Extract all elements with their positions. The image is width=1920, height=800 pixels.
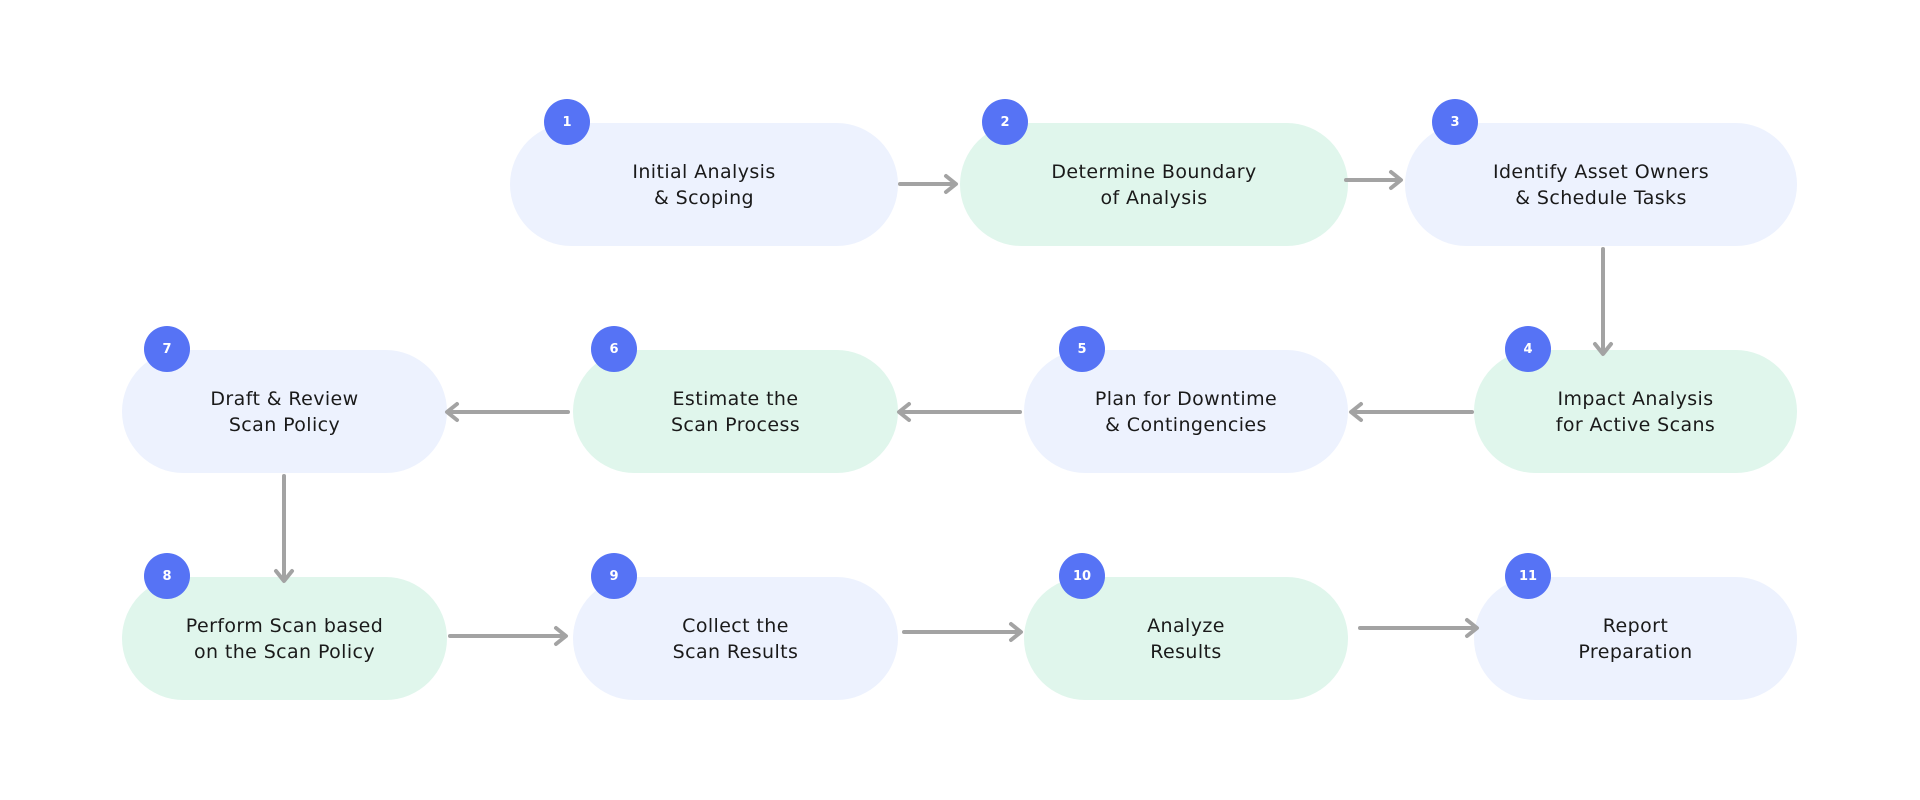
step-10-number-badge: 10 [1059,553,1105,599]
arrow-5-to-6 [897,402,1022,422]
step-2: Determine Boundary of Analysis [960,123,1348,246]
step-5: Plan for Downtime & Contingencies [1024,350,1348,473]
step-10-label: Analyze Results [1147,613,1225,665]
step-4-label: Impact Analysis for Active Scans [1556,386,1715,438]
arrow-2-to-3 [1344,170,1403,190]
step-8-label-line2: on the Scan Policy [193,640,375,663]
step-7-label-line1: Draft & Review [210,387,359,410]
arrow-4-to-5 [1349,402,1474,422]
step-8-label-line1: Perform Scan based [185,614,384,637]
step-7-number-badge: 7 [144,326,190,372]
step-4-label-line2: for Active Scans [1555,413,1716,436]
step-8: Perform Scan based on the Scan Policy [122,577,447,700]
step-9-number-badge: 9 [591,553,637,599]
step-2-number-badge: 2 [982,99,1028,145]
step-8-number-badge: 8 [144,553,190,599]
step-2-label: Determine Boundary of Analysis [1051,159,1256,211]
step-11-label-line2: Preparation [1578,640,1693,663]
step-6-label: Estimate the Scan Process [671,386,800,438]
step-1-label: Initial Analysis & Scoping [632,159,775,211]
step-4-number-badge: 4 [1505,326,1551,372]
arrow-8-to-9 [448,626,568,646]
arrow-9-to-10 [902,622,1023,642]
step-2-label-line2: of Analysis [1100,186,1208,209]
step-7-label: Draft & Review Scan Policy [210,386,358,438]
arrow-6-to-7 [445,402,570,422]
step-5-label-line1: Plan for Downtime [1094,387,1278,410]
step-6-label-line2: Scan Process [670,413,801,436]
step-2-label-line1: Determine Boundary [1051,160,1257,183]
step-11-label-line1: Report [1602,614,1669,637]
step-3-number-badge: 3 [1432,99,1478,145]
arrow-1-to-2 [898,174,958,194]
step-5-label-line2: & Contingencies [1105,413,1267,436]
step-7-label-line2: Scan Policy [228,413,341,436]
step-11-label: Report Preparation [1578,613,1692,665]
step-5-number-badge: 5 [1059,326,1105,372]
step-8-label: Perform Scan based on the Scan Policy [186,613,383,665]
step-9-label-line2: Scan Results [672,640,799,663]
step-11-number-badge: 11 [1505,553,1551,599]
arrow-10-to-11 [1358,618,1479,638]
arrow-3-to-4 [1593,247,1613,356]
step-1-label-line2: & Scoping [653,186,754,209]
step-7: Draft & Review Scan Policy [122,350,447,473]
step-3-label-line2: & Schedule Tasks [1515,186,1687,209]
step-1-number-badge: 1 [544,99,590,145]
step-6-number-badge: 6 [591,326,637,372]
step-10-label-line2: Results [1150,640,1222,663]
arrow-7-to-8 [274,474,294,583]
step-3-label-line1: Identify Asset Owners [1492,160,1710,183]
step-6-label-line1: Estimate the [672,387,799,410]
step-5-label: Plan for Downtime & Contingencies [1095,386,1277,438]
step-9-label-line1: Collect the [682,614,789,637]
step-1-label-line1: Initial Analysis [632,160,776,183]
step-3-label: Identify Asset Owners & Schedule Tasks [1493,159,1709,211]
step-10-label-line1: Analyze [1147,614,1225,637]
step-4-label-line1: Impact Analysis [1557,387,1714,410]
step-6: Estimate the Scan Process [573,350,898,473]
step-3: Identify Asset Owners & Schedule Tasks [1405,123,1797,246]
step-9: Collect the Scan Results [573,577,898,700]
step-9-label: Collect the Scan Results [673,613,799,665]
